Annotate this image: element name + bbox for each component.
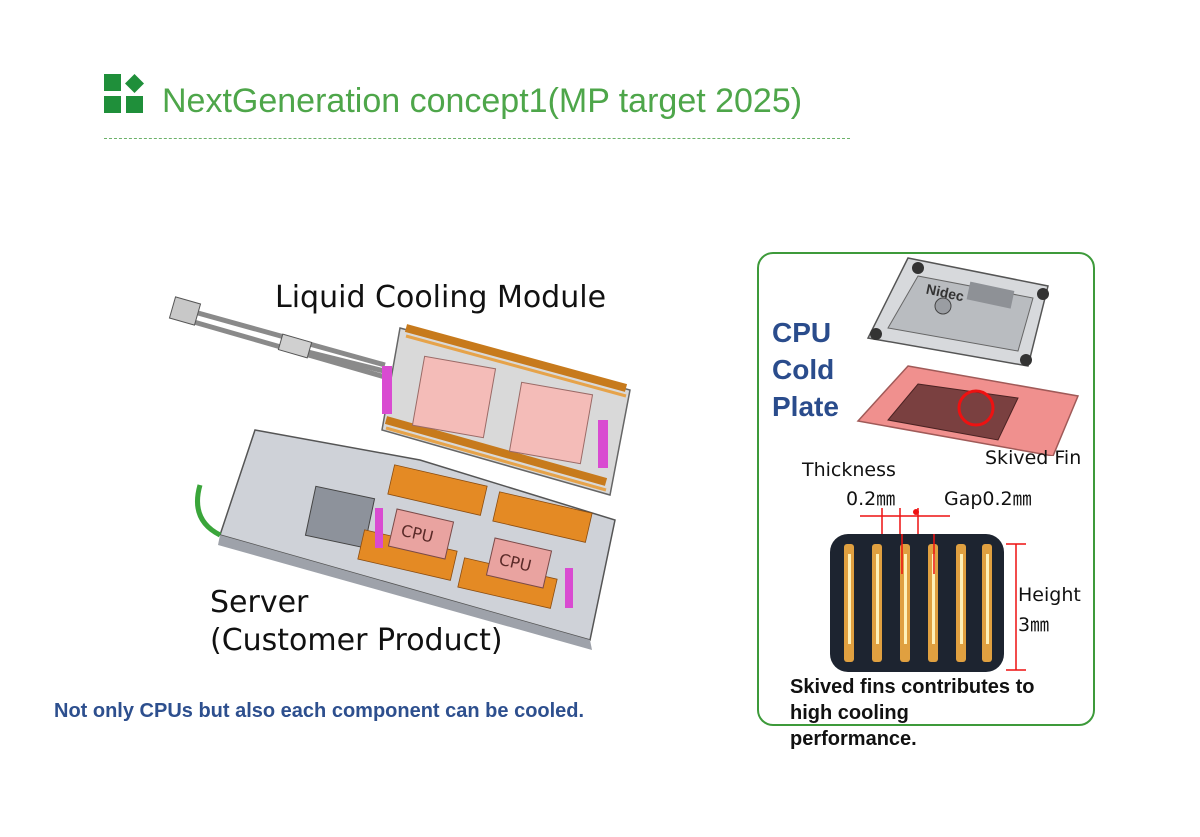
skived-fins-caption: Skived fins contributes to high cooling … (790, 674, 1034, 752)
nidec-brand-text: Nidec (925, 281, 966, 305)
skived-fins-photo (830, 534, 1026, 672)
liquid-cooling-module-label: Liquid Cooling Module (275, 280, 607, 315)
skived-fin-label: Skived Fin (985, 447, 1082, 469)
server-illustration: CPU CPU (168, 296, 631, 650)
skived-fins-caption-line2: high cooling (790, 702, 909, 724)
thickness-value: 0.2㎜ (846, 488, 896, 510)
server-label-line1: Server (210, 585, 309, 620)
title-divider (104, 138, 850, 139)
cpu-cold-plate-title-line2: Cold (772, 354, 835, 385)
cpu-cold-plate-title: CPU Cold Plate (772, 314, 839, 425)
server-label-line2: (Customer Product) (210, 623, 503, 658)
server-label: Server (Customer Product) (210, 584, 503, 660)
height-value: 3㎜ (1018, 614, 1050, 636)
height-label: Height (1018, 584, 1081, 606)
page-title: NextGeneration concept1(MP target 2025) (162, 82, 803, 120)
gap-label: Gap0.2㎜ (944, 488, 1032, 510)
cpu-cold-plate-title-line3: Plate (772, 391, 839, 422)
component-cooling-note: Not only CPUs but also each component ca… (54, 700, 585, 722)
cpu-cold-plate-title-line1: CPU (772, 317, 832, 348)
thickness-label: Thickness (802, 459, 896, 481)
skived-fins-caption-line3: performance. (790, 728, 917, 750)
cold-plate-illustration: Nidec (856, 257, 1080, 456)
cold-plate-panel (757, 252, 1095, 726)
squares-diamond-icon (104, 74, 144, 113)
skived-fins-caption-line1: Skived fins contributes to (790, 676, 1035, 698)
